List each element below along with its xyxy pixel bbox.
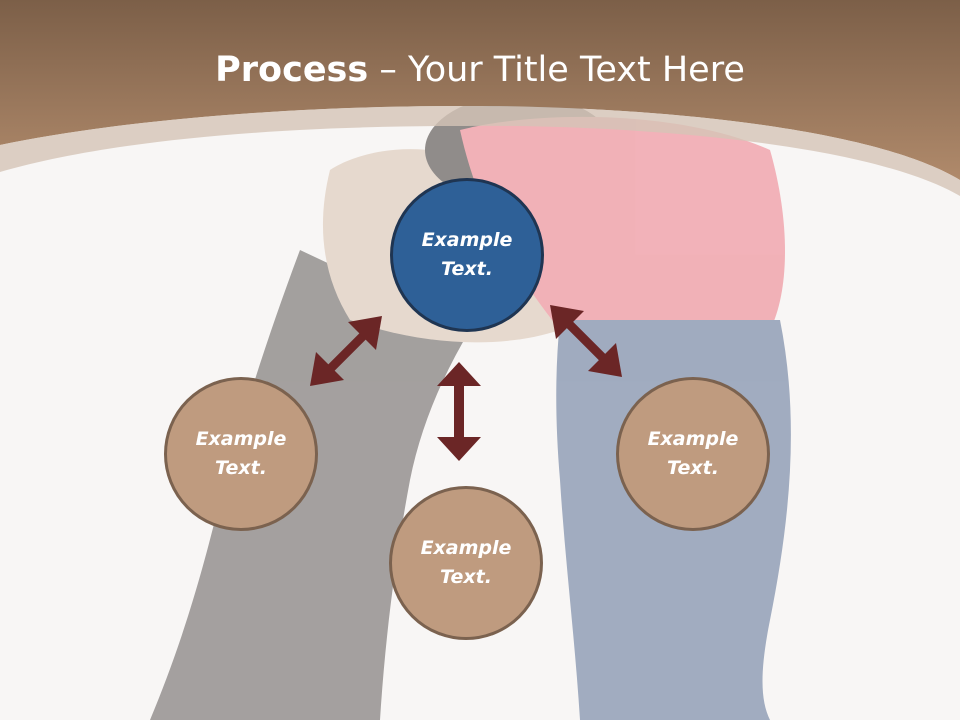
node-label: Example Text. [421, 229, 513, 280]
process-node-bottom: Example Text. [389, 486, 543, 640]
title-rest: – Your Title Text Here [368, 50, 745, 90]
double-arrow-right [550, 305, 622, 377]
node-label: Example Text. [647, 428, 739, 479]
process-node-left: Example Text. [164, 377, 318, 531]
double-arrow-left [310, 316, 382, 386]
double-arrow-vertical [437, 362, 481, 461]
node-label: Example Text. [195, 428, 287, 479]
title-bold: Process [215, 50, 369, 90]
slide-title: Process – Your Title Text Here [0, 50, 960, 90]
node-label: Example Text. [420, 537, 512, 588]
process-node-top: Example Text. [390, 178, 544, 332]
process-node-right: Example Text. [616, 377, 770, 531]
